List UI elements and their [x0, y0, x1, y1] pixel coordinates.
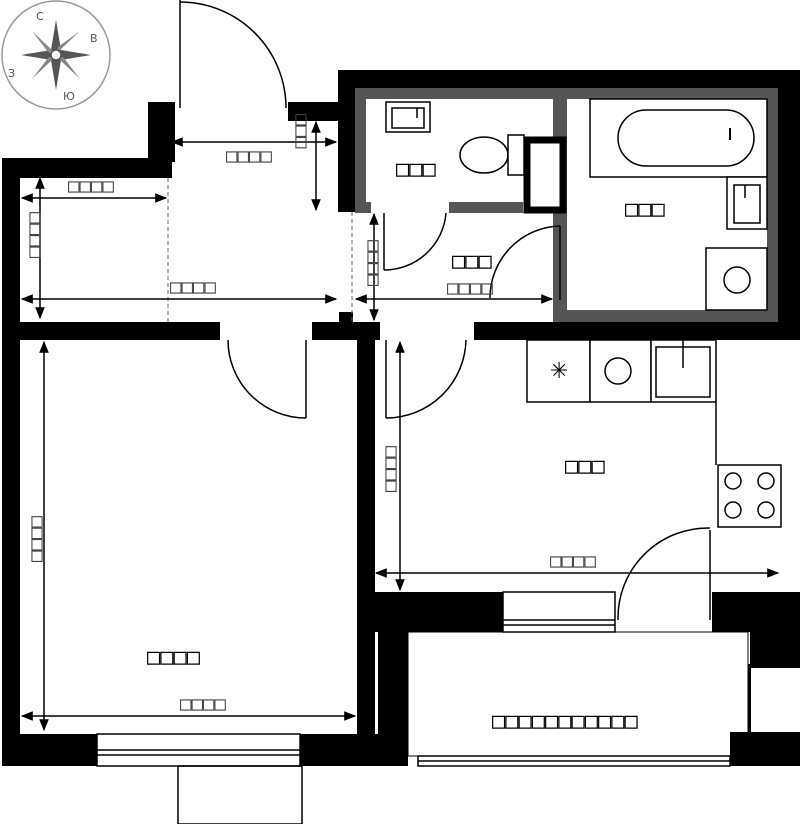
room-label-bath: □□□ — [625, 197, 665, 222]
loggia-outline — [407, 631, 749, 757]
compass-west-label: З — [8, 67, 15, 80]
dim-left-width: □□□□ — [68, 175, 114, 197]
compass-north-label: С — [36, 10, 44, 23]
room-label-kitchen: □□□ — [565, 454, 605, 479]
fridge-icon: ✳ — [550, 359, 568, 384]
doors[interactable] — [179, 0, 711, 621]
room-label-wc: □□□ — [396, 157, 436, 182]
dim-living-width: □□□□ — [180, 693, 226, 715]
dim-left-height: □□□□ — [23, 212, 45, 258]
dim-corridor-width: □□□□ — [447, 277, 493, 299]
room-label-living: □□□□ — [147, 645, 201, 670]
dim-living-height: □□□□ — [25, 516, 47, 562]
dim-hall-width: □□□□ — [170, 276, 216, 298]
room-label-hall: □□□ — [452, 249, 492, 274]
windows — [96, 591, 731, 767]
dim-vestibule-depth: □□□ — [291, 114, 313, 149]
dim-vestibule-width: □□□□ — [226, 145, 272, 167]
loggia-wall-thin — [748, 664, 751, 732]
compass-south-label: Ю — [63, 90, 75, 103]
room-label-loggia: □□□□□□□□□□□ — [492, 709, 638, 734]
walls — [2, 70, 800, 766]
compass-east-label: В — [90, 32, 98, 45]
room-labels: □□□ □□□ □□□ □□□ □□□□ □□□□□□□□□□□ — [147, 157, 665, 734]
balcony — [177, 765, 303, 824]
compass-rose-icon — [21, 20, 91, 90]
dim-kitchen-width: □□□□ — [550, 550, 596, 572]
dimension-lines — [20, 120, 780, 732]
zone-separators — [167, 178, 353, 322]
dimension-labels: □□□□ □□□ □□□□ □□□□ □□□□ □□□□ □□□□ □□□□ □… — [23, 114, 596, 715]
dim-kitchen-height: □□□□ — [379, 446, 401, 492]
dim-corridor-height: □□□□ — [361, 240, 383, 286]
wc-shaft — [523, 136, 567, 214]
compass: С В З Ю — [1, 0, 111, 110]
